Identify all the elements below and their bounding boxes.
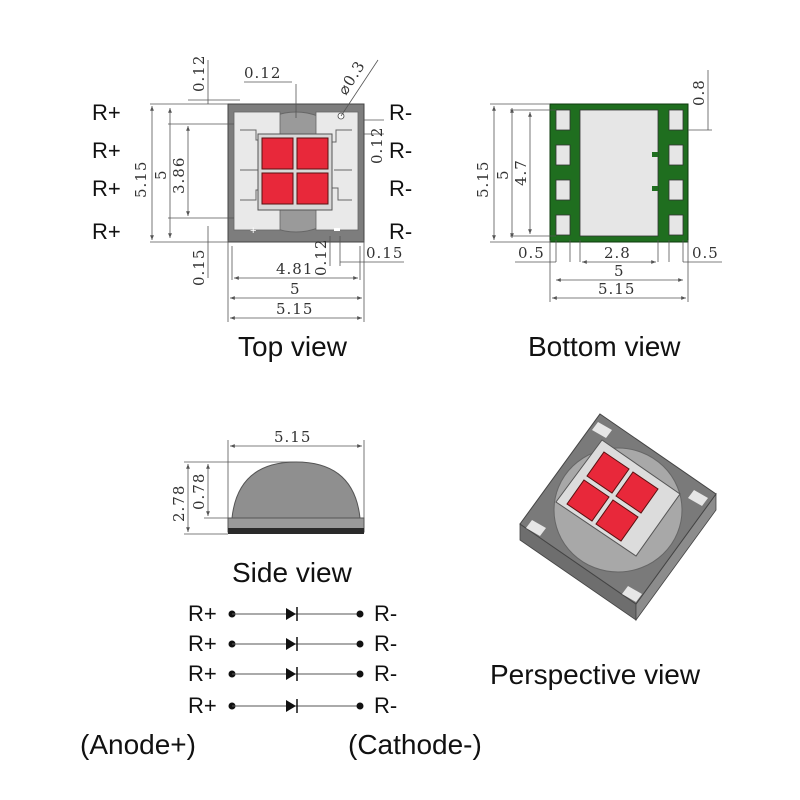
bottom-view-dimension-lines xyxy=(490,70,722,302)
top-view-caption: Top view xyxy=(238,331,348,362)
top-view-dim-hole-diameter: ⌀0.3 xyxy=(334,57,369,98)
diode-icon xyxy=(286,668,296,680)
bottom-view-side-pad xyxy=(668,144,684,166)
top-view-dim-bottom-width-mid: 5 xyxy=(290,280,301,298)
top-view-dim-bottom-left: 0.15 xyxy=(190,249,208,286)
top-view: + R+ R+ R+ R+ R- R- R- R- xyxy=(92,55,412,362)
perspective-corner-pad xyxy=(526,520,546,536)
top-view-pin-left-1: R+ xyxy=(92,100,121,125)
top-view-dim-left-outer: 5.15 xyxy=(132,161,150,198)
top-view-chip xyxy=(261,172,294,205)
perspective-die-frame xyxy=(555,439,681,557)
schematic-anode-label: R+ xyxy=(188,631,217,656)
top-view-dim-left-mid: 5 xyxy=(152,169,170,180)
side-view-dome xyxy=(231,461,361,519)
bottom-view-notch xyxy=(652,186,658,191)
diode-icon xyxy=(286,638,296,650)
top-view-pin-right-1: R- xyxy=(389,100,412,125)
perspective-view: Perspective view xyxy=(490,413,717,690)
perspective-view-caption: Perspective view xyxy=(490,659,701,690)
schematic-anode-caption: (Anode+) xyxy=(80,729,196,760)
bottom-view-dim-pad-right: 0.5 xyxy=(692,244,719,262)
bottom-view-dim-left-mid: 5 xyxy=(494,169,512,180)
top-view-pin-left-4: R+ xyxy=(92,219,121,244)
top-view-dim-bottom-gap: 0.12 xyxy=(312,239,330,276)
top-view-chip xyxy=(296,172,329,205)
bottom-view-caption: Bottom view xyxy=(528,331,681,362)
top-view-dimension-lines xyxy=(150,59,404,322)
top-view-dim-bottom-width-inner: 4.81 xyxy=(276,260,313,278)
top-view-chip xyxy=(296,137,329,170)
bottom-view-side-pad xyxy=(668,109,684,131)
bottom-view-side-pad xyxy=(668,179,684,201)
schematic-anode-label: R+ xyxy=(188,601,217,626)
side-view-base-bottom xyxy=(228,528,364,534)
top-view-dim-top-vertical: 0.12 xyxy=(190,55,208,92)
schematic-anode-label: R+ xyxy=(188,693,217,718)
bottom-view-side-pad xyxy=(668,214,684,236)
perspective-chip xyxy=(566,479,610,522)
schematic-cathode-node xyxy=(356,610,364,618)
perspective-corner-pad xyxy=(592,422,612,438)
top-view-pin-right-4: R- xyxy=(389,219,412,244)
schematic-row: R+ R- xyxy=(188,601,397,626)
bottom-view-side-pad xyxy=(555,144,571,166)
bottom-view-dim-left-outer: 5.15 xyxy=(474,161,492,198)
bottom-view-dim-pad-center: 2.8 xyxy=(604,244,631,262)
bottom-view-dim-width-mid: 5 xyxy=(614,262,625,280)
schematic-row: R+ R- xyxy=(188,693,397,718)
diode-icon xyxy=(286,608,296,620)
side-view: 5.15 2.78 0.78 Side view xyxy=(170,428,365,588)
top-view-pin-left-2: R+ xyxy=(92,138,121,163)
bottom-view: 0.8 5.15 5 4.7 0.5 2.8 0.5 5 5.15 Bottom… xyxy=(474,70,722,362)
top-view-pin-left-3: R+ xyxy=(92,176,121,201)
top-view-pin-right-3: R- xyxy=(389,176,412,201)
top-view-dim-right-gap: 0.12 xyxy=(368,127,386,164)
bottom-view-notch xyxy=(652,152,658,157)
perspective-chip xyxy=(615,471,659,514)
top-view-pin-right-2: R- xyxy=(389,138,412,163)
perspective-corner-pad xyxy=(688,490,708,506)
top-view-minus-mark xyxy=(334,228,340,231)
bottom-view-center-pad xyxy=(579,109,659,237)
top-view-dim-bottom-width-outer: 5.15 xyxy=(276,300,313,318)
side-view-caption: Side view xyxy=(232,557,353,588)
top-view-chip xyxy=(261,137,294,170)
top-view-dim-left-inner: 3.86 xyxy=(170,157,188,194)
bottom-view-dim-left-inner: 4.7 xyxy=(512,159,530,186)
bottom-view-side-pad xyxy=(555,179,571,201)
perspective-corner-pad xyxy=(622,586,642,602)
side-view-dim-width: 5.15 xyxy=(274,428,311,446)
perspective-chip xyxy=(586,451,630,494)
schematic: R+ R- R+ R- R+ R- R+ xyxy=(80,601,482,760)
schematic-cathode-label: R- xyxy=(374,601,397,626)
side-view-dim-height-base: 0.78 xyxy=(190,473,208,510)
schematic-cathode-node xyxy=(356,670,364,678)
schematic-anode-label: R+ xyxy=(188,661,217,686)
side-view-dimension-lines xyxy=(184,440,365,535)
perspective-chip xyxy=(595,499,639,542)
bottom-view-side-pad xyxy=(555,109,571,131)
schematic-cathode-node xyxy=(356,640,364,648)
schematic-cathode-label: R- xyxy=(374,661,397,686)
schematic-cathode-label: R- xyxy=(374,693,397,718)
top-view-traces xyxy=(240,129,352,201)
top-view-dim-bottom-right: 0.15 xyxy=(366,244,403,262)
schematic-row: R+ R- xyxy=(188,631,397,656)
bottom-view-dim-width-outer: 5.15 xyxy=(598,280,635,298)
schematic-cathode-label: R- xyxy=(374,631,397,656)
diode-icon xyxy=(286,700,296,712)
schematic-cathode-node xyxy=(356,702,364,710)
side-view-dim-height-total: 2.78 xyxy=(170,485,188,522)
top-view-plus-mark: + xyxy=(250,225,256,237)
schematic-row: R+ R- xyxy=(188,661,397,686)
bottom-view-dim-pad-left: 0.5 xyxy=(518,244,545,262)
top-view-dim-top-horizontal: 0.12 xyxy=(244,64,281,82)
bottom-view-side-pad xyxy=(555,214,571,236)
bottom-view-dim-top-right: 0.8 xyxy=(690,79,708,106)
schematic-cathode-caption: (Cathode-) xyxy=(348,729,482,760)
